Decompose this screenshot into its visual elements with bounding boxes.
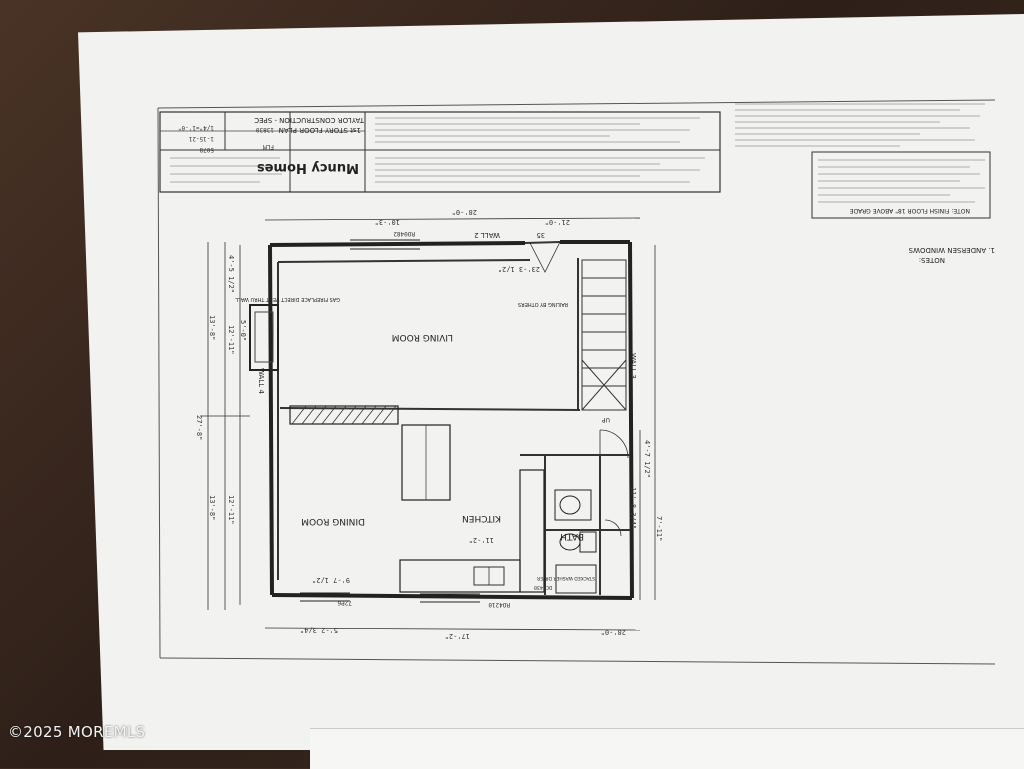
- dim-left-e: 5'-0": [239, 320, 247, 341]
- dim-left-c: 12'-11": [227, 325, 235, 355]
- dim-left-a: 13'-8": [208, 315, 216, 340]
- job-number: 13830: [256, 126, 274, 133]
- company-name: Muncy Homes: [257, 160, 359, 175]
- room-label-living: LIVING ROOM: [392, 332, 453, 342]
- door-label-left: 72P6: [337, 599, 352, 606]
- model-no: 5078: [199, 146, 214, 153]
- fireplace-label: GAS FIREPLACE DIRECT VENT THRU WALL: [235, 296, 340, 302]
- notes-header: NOTES:: [919, 256, 945, 264]
- wall-4-label: WALL 4: [257, 368, 265, 394]
- dim-bottom-a: 5'-2 3/4": [300, 626, 338, 634]
- dim-right-b: 11'-8 3/4": [629, 487, 637, 529]
- plan-name: 1st STORY FLOOR PLAN: [279, 126, 361, 134]
- window-label-top: RO0482: [393, 230, 415, 237]
- interior-walls: [277, 241, 630, 595]
- room-label-dining: DINING ROOM: [301, 516, 365, 526]
- dim-left-b: 13'-8": [208, 495, 216, 520]
- railing-label: RAILING BY OTHERS: [518, 301, 568, 307]
- dim-top-total: 28'-0": [452, 208, 477, 216]
- dim-right-c: 7'-11": [655, 516, 663, 541]
- dim-right-a: 4'-7 1/2": [643, 440, 651, 478]
- fireplace: [249, 304, 279, 371]
- plan-date: 1-15-21: [188, 135, 214, 142]
- stairs: [581, 259, 627, 411]
- kitchen-counter: [399, 469, 545, 593]
- second-sheet: [310, 728, 1024, 769]
- drawn-by: FLM: [263, 143, 274, 150]
- stairs-up-label: UP: [602, 416, 610, 423]
- room-label-kitchen: KITCHEN: [462, 513, 501, 523]
- dim-bottom-b: 17'-2": [445, 632, 470, 640]
- dim-top-b: 21'-0": [545, 218, 570, 226]
- window-marks: [300, 239, 480, 603]
- dimension-lines: [200, 217, 656, 631]
- notes-item-1: 1. ANDERSEN WINDOWS: [908, 246, 995, 254]
- exterior-walls: [268, 240, 634, 600]
- hatched-beam: [289, 405, 399, 425]
- dim-top-c: 35: [537, 231, 545, 239]
- dim-kitchen-width: 11'-2": [469, 536, 494, 544]
- scale: 1/4"=1'-0": [178, 124, 214, 131]
- title-block: Muncy Homes 1st STORY FLOOR PLAN TAYLOR …: [159, 111, 721, 193]
- bath-fixtures: [554, 489, 597, 594]
- wall-3-label: WALL 3: [629, 353, 637, 379]
- room-label-bath: BATH: [560, 531, 584, 541]
- kitchen-island: [401, 424, 451, 501]
- washer-label: STACKED WASHER DRYER: [537, 575, 595, 581]
- project-name: TAYLOR CONSTRUCTION - SPEC: [254, 116, 365, 124]
- dim-dining-width: 9'-7 1/2": [312, 576, 350, 584]
- dim-left-d: 12'-11": [227, 495, 235, 525]
- wall-2-label: WALL 2: [474, 231, 500, 239]
- door-swings: [529, 241, 629, 537]
- dim-living-width: 23'-3 1/2": [498, 265, 540, 273]
- notes-block: NOTE: FINISH FLOOR 18" ABOVE GRADE NOTES…: [735, 103, 995, 264]
- dim-left-f: 4'-5 1/2": [227, 255, 235, 293]
- window-label-bottom: RO4210: [488, 601, 510, 608]
- notes-box-text: NOTE: FINISH FLOOR 18" ABOVE GRADE: [849, 207, 970, 214]
- dim-top-a: 10'-3": [375, 218, 400, 226]
- copyright-watermark: ©2025 MOREMLS: [8, 723, 146, 741]
- dim-bottom-total: 28'-0": [601, 628, 626, 636]
- range-label: DC2430: [534, 584, 552, 590]
- dim-left-total: 27'-8": [195, 415, 203, 440]
- blueprint-sheet: [78, 14, 1024, 750]
